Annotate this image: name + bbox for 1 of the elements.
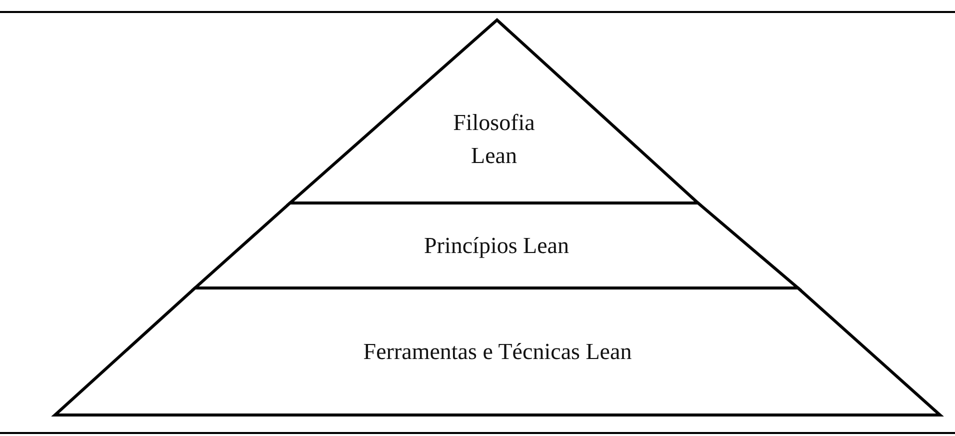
tier-label: Filosofia Lean <box>452 109 536 170</box>
